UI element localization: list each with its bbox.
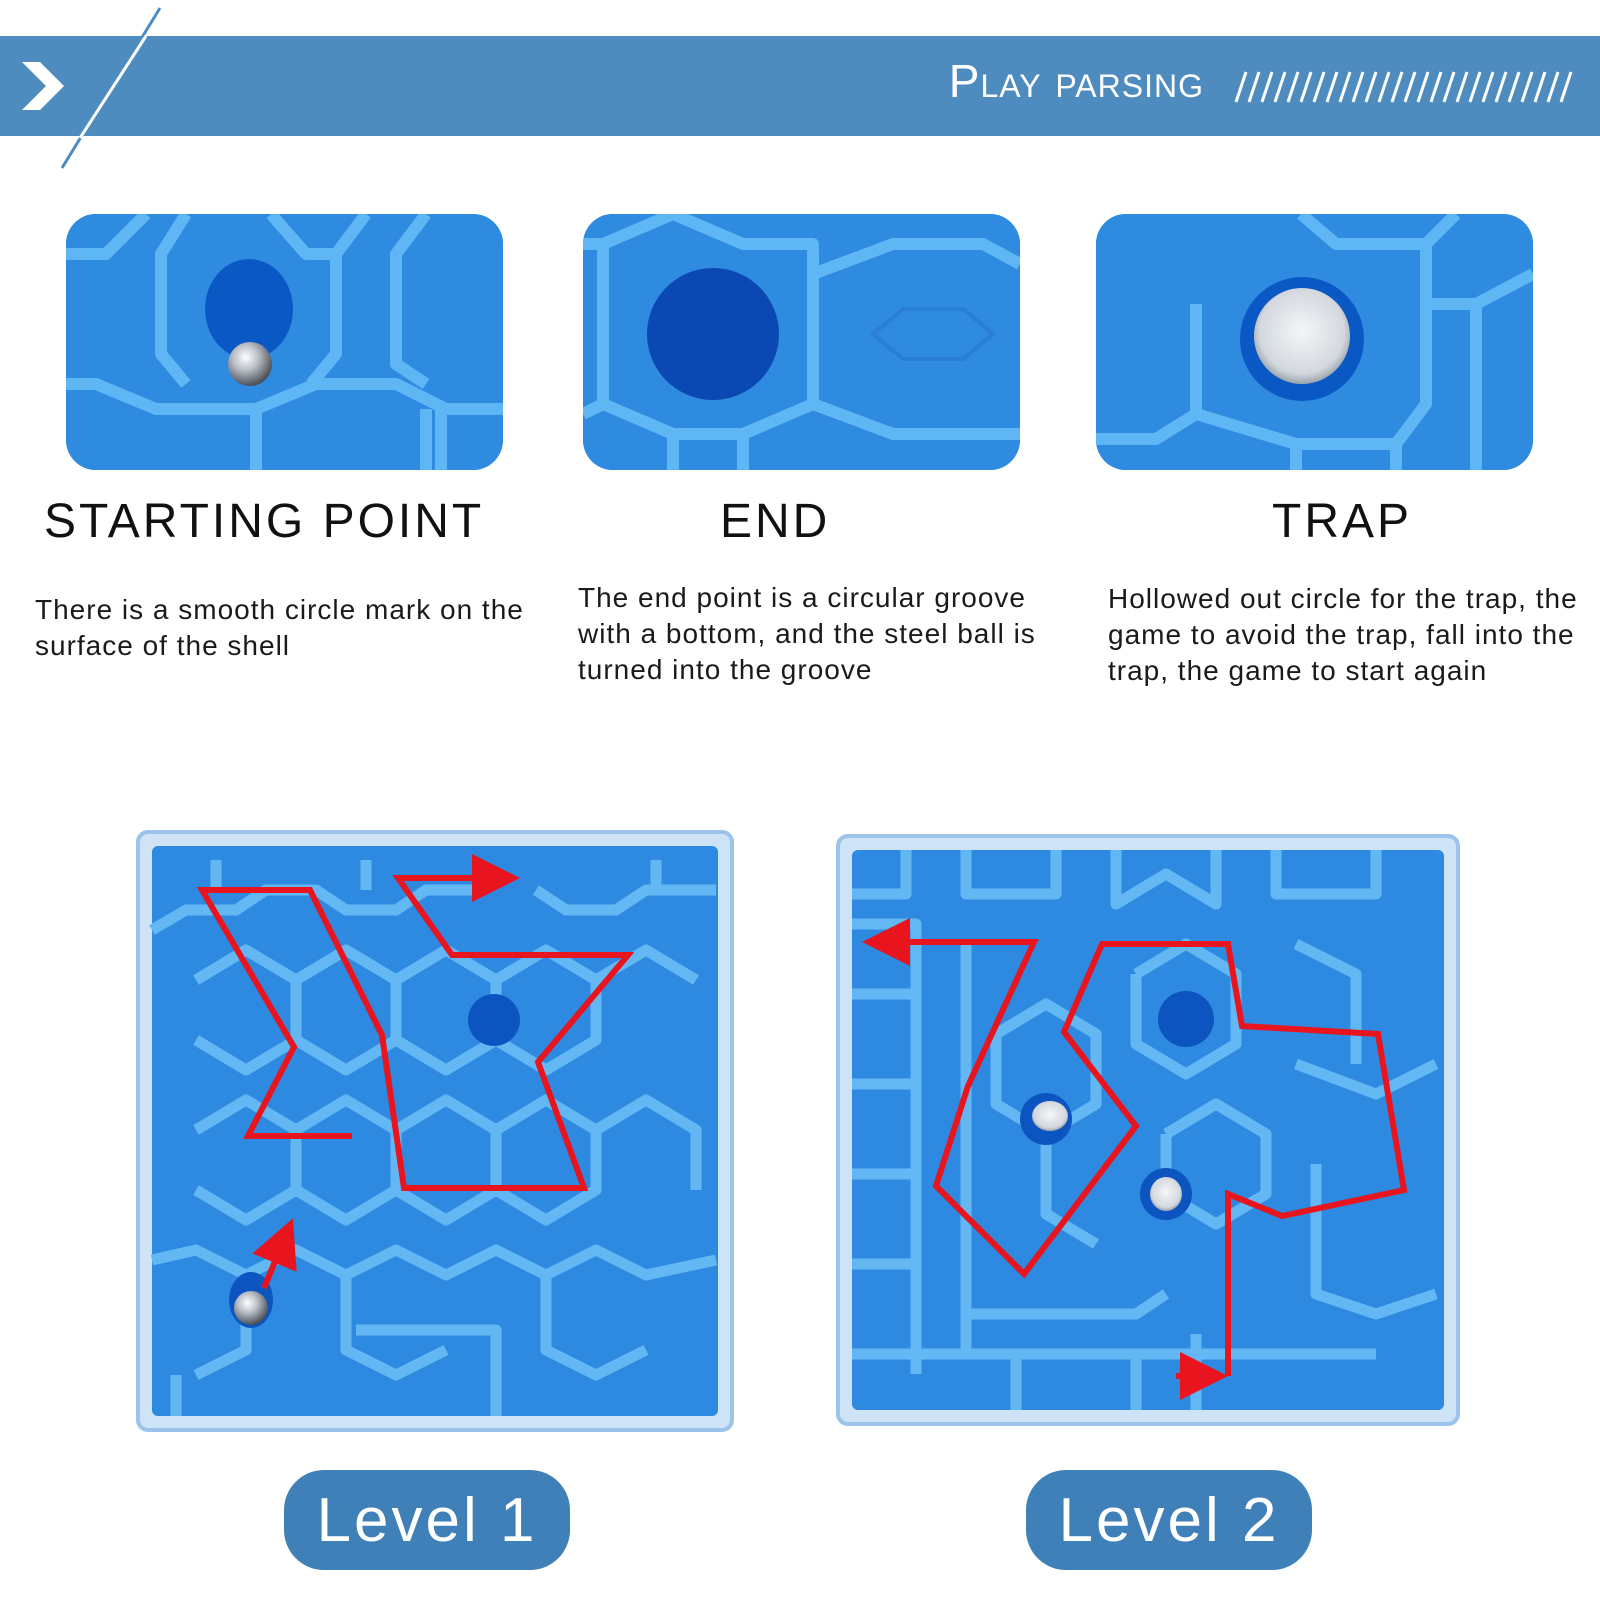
hatch-stripe — [1507, 71, 1521, 103]
hatch-stripe — [1442, 71, 1456, 103]
page-title: Play parsing — [948, 55, 1204, 107]
trap-description: Hollowed out circle for the trap, the ga… — [1108, 583, 1578, 686]
chevron-right-icon — [22, 62, 64, 110]
hatch-stripe — [1260, 71, 1274, 103]
end-title: END — [720, 495, 831, 548]
hatch-stripe — [1299, 71, 1313, 103]
hatch-stripe — [1403, 71, 1417, 103]
hatch-stripe — [1468, 71, 1482, 103]
trap-title: TRAP — [1272, 495, 1413, 548]
hatch-stripe — [1364, 71, 1378, 103]
hatch-stripe — [1429, 71, 1443, 103]
header-banner: Play parsing — [0, 7, 1600, 169]
hatch-stripe — [1312, 71, 1326, 103]
hatch-stripe — [1351, 71, 1365, 103]
hatch-stripes — [1234, 71, 1573, 103]
maze-level-2-photo — [836, 834, 1460, 1426]
diagonal-divider — [60, 7, 162, 169]
hatch-stripe — [1325, 71, 1339, 103]
hatch-stripe — [1481, 71, 1495, 103]
hatch-stripe — [1377, 71, 1391, 103]
starting-point-title: STARTING POINT — [44, 495, 485, 548]
hatch-stripe — [1494, 71, 1508, 103]
hatch-stripe — [1416, 71, 1430, 103]
end-description: The end point is a circular groove with … — [578, 582, 1036, 685]
hatch-stripe — [1286, 71, 1300, 103]
hatch-stripe — [1247, 71, 1261, 103]
hatch-stripe — [1273, 71, 1287, 103]
hatch-stripe — [1559, 71, 1573, 103]
level-2-badge: Level 2 — [1026, 1470, 1312, 1570]
hatch-stripe — [1390, 71, 1404, 103]
trap-photo — [1096, 214, 1533, 470]
hatch-stripe — [1546, 71, 1560, 103]
hatch-stripe — [1234, 71, 1248, 103]
level-1-badge: Level 1 — [284, 1470, 570, 1570]
hatch-stripe — [1455, 71, 1469, 103]
hatch-stripe — [1533, 71, 1547, 103]
hatch-stripe — [1520, 71, 1534, 103]
maze-level-1-photo — [136, 830, 734, 1432]
starting-point-description: There is a smooth circle mark on the sur… — [35, 594, 524, 661]
hatch-stripe — [1338, 71, 1352, 103]
end-point-photo — [583, 214, 1020, 470]
starting-point-photo — [66, 214, 503, 470]
